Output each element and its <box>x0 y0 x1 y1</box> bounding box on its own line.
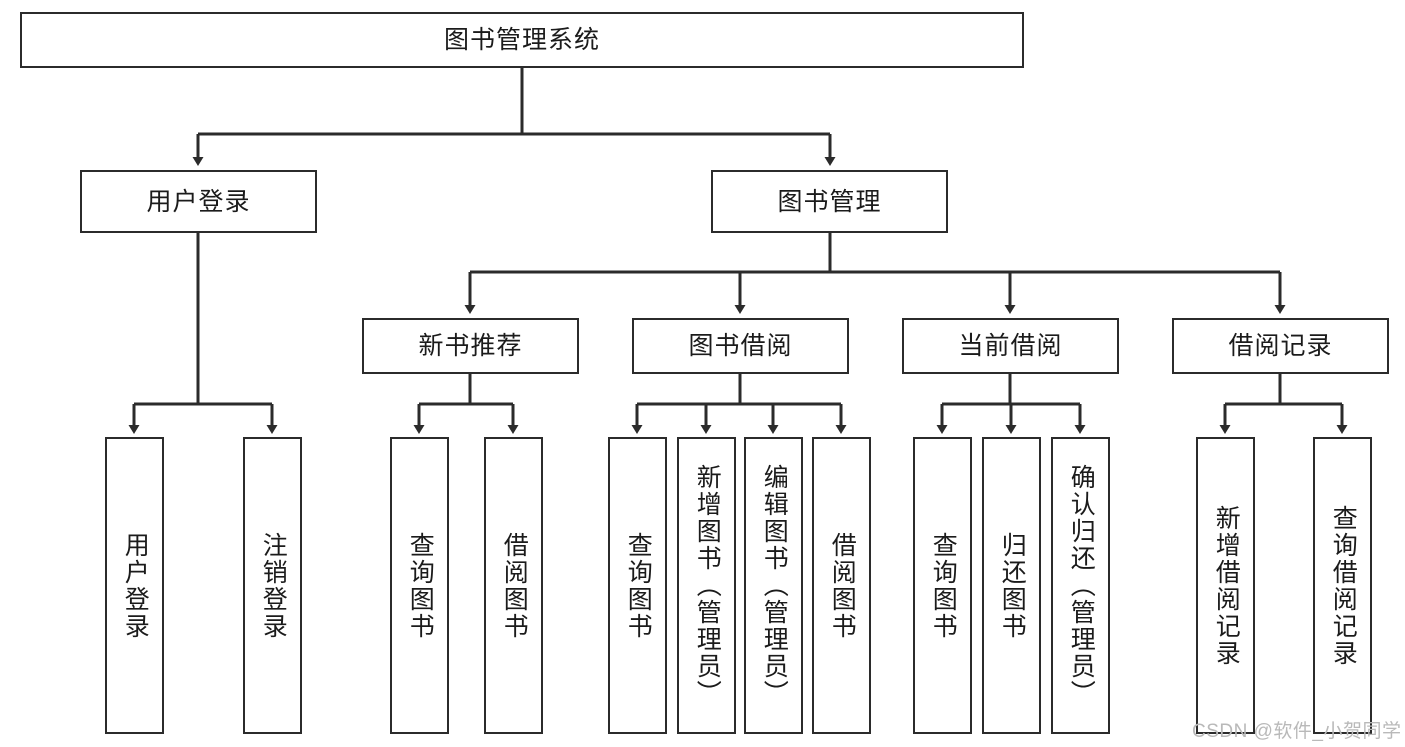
node-label: 新增图书（管理员） <box>693 464 722 707</box>
node-label: 图书管理系统 <box>443 26 600 54</box>
node-leaf-query-books-current[interactable]: 查询图书 <box>913 437 972 734</box>
node-leaf-edit-book-admin[interactable]: 编辑图书（管理员） <box>744 437 803 734</box>
node-label: 注销登录 <box>259 531 288 640</box>
node-label: 归还图书 <box>998 531 1027 640</box>
node-leaf-query-books-borrow[interactable]: 查询图书 <box>608 437 667 734</box>
node-label: 新增借阅记录 <box>1212 504 1241 667</box>
node-leaf-borrow-books-rec[interactable]: 借阅图书 <box>484 437 543 734</box>
node-label: 新书推荐 <box>418 332 523 360</box>
node-user-login[interactable]: 用户登录 <box>80 170 317 233</box>
node-label: 借阅记录 <box>1228 332 1333 360</box>
node-label: 编辑图书（管理员） <box>760 464 789 707</box>
node-label: 查询图书 <box>624 531 653 640</box>
node-label: 查询图书 <box>406 531 435 640</box>
node-book-borrowing[interactable]: 图书借阅 <box>632 318 849 374</box>
node-leaf-add-borrow-record[interactable]: 新增借阅记录 <box>1196 437 1255 734</box>
csdn-watermark: CSDN @软件_小贺同学 <box>1192 721 1402 742</box>
node-leaf-user-login[interactable]: 用户登录 <box>105 437 164 734</box>
node-book-management-system[interactable]: 图书管理系统 <box>20 12 1024 68</box>
node-current-borrowing[interactable]: 当前借阅 <box>902 318 1119 374</box>
node-leaf-query-books-rec[interactable]: 查询图书 <box>390 437 449 734</box>
node-label: 确认归还（管理员） <box>1067 464 1096 707</box>
node-new-book-recommendation[interactable]: 新书推荐 <box>362 318 579 374</box>
node-label: 查询图书 <box>929 531 958 640</box>
node-label: 查询借阅记录 <box>1329 504 1358 667</box>
node-leaf-borrow-books[interactable]: 借阅图书 <box>812 437 871 734</box>
node-label: 用户登录 <box>146 187 251 216</box>
node-label: 图书管理 <box>777 187 882 216</box>
node-label: 借阅图书 <box>500 531 529 640</box>
node-label: 图书借阅 <box>688 332 793 360</box>
node-label: 当前借阅 <box>958 332 1063 360</box>
node-book-management[interactable]: 图书管理 <box>711 170 948 233</box>
node-leaf-return-books[interactable]: 归还图书 <box>982 437 1041 734</box>
node-leaf-confirm-return-admin[interactable]: 确认归还（管理员） <box>1051 437 1110 734</box>
node-leaf-query-borrow-record[interactable]: 查询借阅记录 <box>1313 437 1372 734</box>
node-borrowing-record[interactable]: 借阅记录 <box>1172 318 1389 374</box>
node-label: 用户登录 <box>121 531 150 640</box>
node-label: 借阅图书 <box>828 531 857 640</box>
node-leaf-add-book-admin[interactable]: 新增图书（管理员） <box>677 437 736 734</box>
node-leaf-logout[interactable]: 注销登录 <box>243 437 302 734</box>
